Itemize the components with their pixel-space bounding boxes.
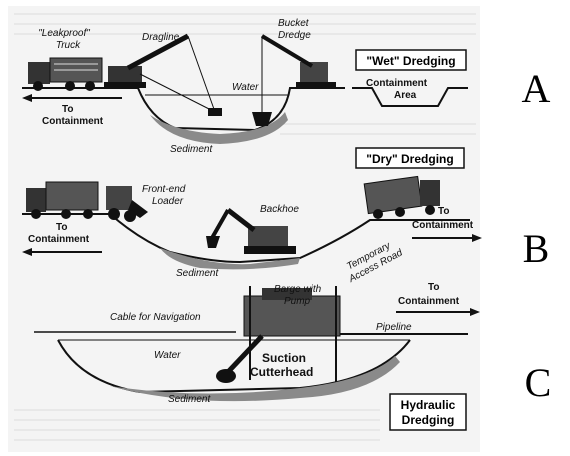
to-label-c: To	[428, 282, 439, 293]
panel-letter-a: A	[522, 66, 551, 111]
to-containment-arrow-c	[396, 308, 480, 316]
faint-text-lines	[14, 13, 476, 441]
containment-area-label-line1: Containment	[366, 78, 428, 89]
dragline-label: Dragline	[142, 32, 180, 43]
backhoe-label: Backhoe	[260, 204, 299, 215]
sediment-shape-c	[110, 356, 400, 402]
hydraulic-title-line1: Hydraulic	[401, 398, 456, 412]
dump-truck-right	[363, 175, 440, 219]
sediment-label-a: Sediment	[170, 144, 213, 155]
bucket-label-line1: Bucket	[278, 18, 310, 29]
cutter-label-line1: Suction	[262, 351, 306, 365]
containment-label-a: Containment	[42, 116, 104, 127]
front-end-loader	[106, 186, 148, 222]
to-containment-arrow-b-right	[412, 234, 482, 242]
truck-label-line2: Truck	[56, 40, 81, 51]
panel-letter-b: B	[523, 226, 550, 271]
panel-a: "Leakproof" Truck Dragline Bucket Dredge…	[22, 18, 468, 155]
to-containment-arrow-a	[22, 94, 122, 102]
bucket-label-line2: Dredge	[278, 30, 311, 41]
water-label-a: Water	[232, 82, 259, 93]
barge-with-pump	[243, 286, 341, 382]
leakproof-truck	[28, 57, 103, 91]
loader-label-line1: Front-end	[142, 184, 186, 195]
loader-label-line2: Loader	[152, 196, 184, 207]
hydraulic-dredging-title-box: Hydraulic Dredging	[389, 393, 467, 431]
containment-label-b-left: Containment	[28, 234, 90, 245]
sediment-label-b: Sediment	[176, 268, 219, 279]
containment-label-b-right: Containment	[412, 220, 474, 231]
barge-label-line1: Barge with	[274, 284, 322, 295]
ground-line-b	[22, 213, 470, 264]
panel-c: Barge with Pump To Containment Cable for…	[34, 282, 480, 431]
cutter-label-line2: Cutterhead	[250, 365, 313, 379]
wet-dredging-title: "Wet" Dredging	[366, 54, 455, 68]
panel-letter-c: C	[525, 360, 552, 405]
bucket-dredge	[252, 34, 336, 126]
water-label-c: Water	[154, 350, 181, 361]
pipeline-label: Pipeline	[376, 322, 412, 333]
to-label-a: To	[62, 104, 73, 115]
barge-label-line2: Pump	[284, 296, 311, 307]
to-label-b-right: To	[438, 206, 449, 217]
dragline-crane	[104, 33, 222, 116]
containment-area-label-line2: Area	[394, 90, 417, 101]
dry-dredging-title: "Dry" Dredging	[366, 152, 453, 166]
suction-cutterhead	[216, 334, 264, 383]
containment-area-basin	[352, 87, 468, 107]
containment-label-c: Containment	[398, 296, 460, 307]
to-label-b-left: To	[56, 222, 67, 233]
dry-dredging-title-box: "Dry" Dredging	[355, 147, 465, 169]
truck-label-line1: "Leakproof"	[38, 28, 90, 39]
to-containment-arrow-b-left	[22, 248, 102, 256]
dump-truck-left	[26, 181, 99, 219]
hydraulic-title-line2: Dredging	[402, 413, 455, 427]
backhoe	[206, 208, 296, 254]
panel-b: "Dry" Dredging Front-end Loader Backhoe …	[22, 147, 482, 285]
sediment-label-c: Sediment	[168, 394, 211, 405]
sediment-shape-b	[160, 248, 300, 270]
cable-label: Cable for Navigation	[110, 312, 201, 323]
sediment-shape	[150, 112, 288, 144]
wet-dredging-title-box: "Wet" Dredging	[355, 49, 467, 71]
ground-line	[22, 87, 345, 132]
